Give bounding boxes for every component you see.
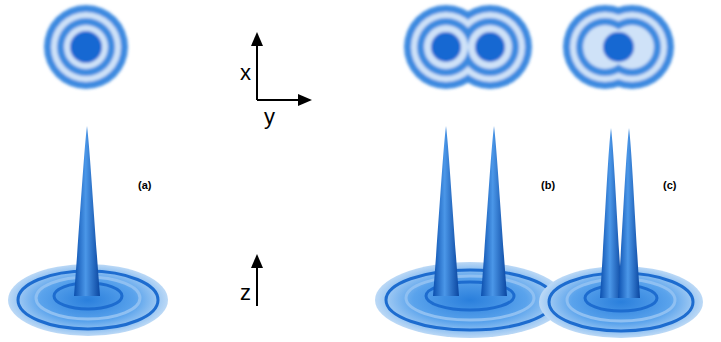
axis-label: y (264, 106, 275, 128)
panel-label: (a) (138, 180, 151, 191)
axis-label: z (240, 282, 251, 304)
panel-label: (c) (663, 180, 676, 191)
ripple-base (8, 262, 703, 338)
axis-arrows (251, 32, 312, 306)
intensity-peak (74, 126, 640, 298)
axis-label: x (240, 62, 251, 84)
panel-label: (b) (541, 180, 555, 191)
ring-pattern (44, 5, 674, 89)
